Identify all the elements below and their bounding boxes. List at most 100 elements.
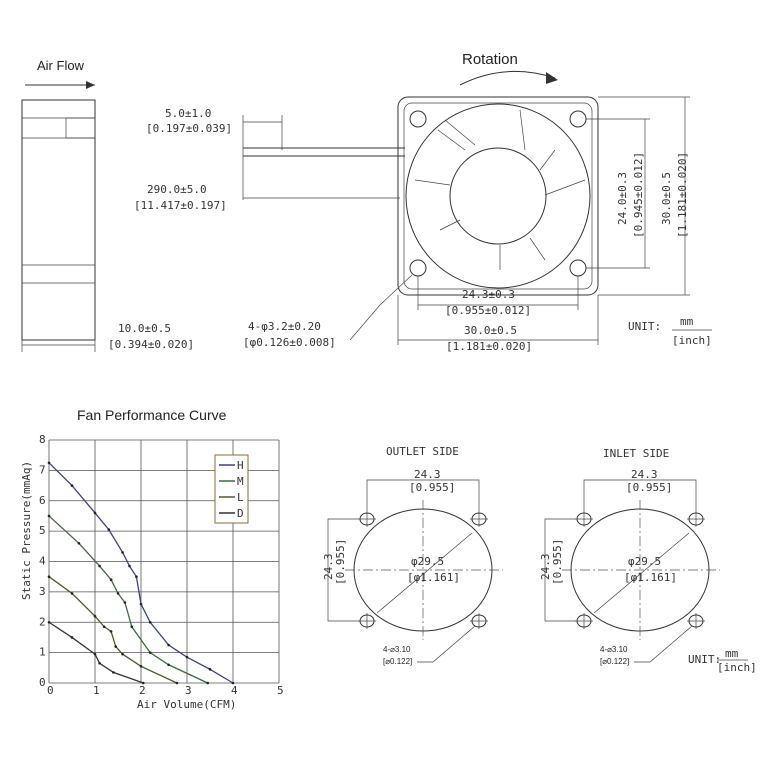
unit-mm: mm (680, 315, 694, 328)
rotation-label: Rotation (462, 51, 518, 68)
holes-inch: [⌀0.122] (383, 657, 412, 666)
data-point (185, 655, 189, 659)
x-tick-label: 0 (47, 684, 54, 697)
y-tick-label: 3 (39, 585, 46, 598)
data-point (109, 578, 113, 582)
holes-inch: [⌀0.122] (600, 657, 629, 666)
data-point (70, 592, 74, 595)
cable-length-inch: [11.417±0.197] (134, 199, 227, 212)
data-point (139, 664, 143, 668)
y-tick-label: 6 (39, 494, 46, 507)
height-mm: 30.0±0.5 (660, 172, 673, 225)
lead-length-mm: 5.0±1.0 (165, 107, 211, 120)
chart-legend (214, 454, 249, 524)
y-tick-label: 2 (39, 615, 46, 628)
data-point (123, 601, 127, 604)
y-tick-label: 8 (39, 433, 46, 446)
data-point (142, 681, 145, 685)
unit-inch: [inch] (672, 334, 712, 347)
mount-hole (409, 259, 427, 277)
air-flow-label: Air Flow (37, 58, 85, 73)
data-point (114, 645, 117, 648)
data-point (70, 484, 74, 487)
fan-frame (397, 96, 599, 296)
width-inch: [1.181±0.020] (446, 340, 532, 353)
holes-inch: [φ0.126±0.008] (243, 336, 336, 349)
data-point (70, 636, 74, 639)
pitch-v-mm: 24.3 (322, 554, 335, 581)
pitch-v-mm: 24.3 (539, 554, 552, 581)
x-tick-label: 2 (139, 684, 146, 697)
pitch-mm: 24.3 (414, 468, 441, 481)
pitch-inch: [0.955] (409, 481, 455, 494)
data-point (167, 643, 170, 647)
x-tick-label: 3 (185, 684, 192, 697)
pitch-inch: [0.955] (626, 481, 672, 494)
data-point (98, 661, 101, 665)
diameter-inch: [φ1.161] (624, 571, 677, 584)
data-point (116, 592, 120, 595)
fan-hub (449, 147, 547, 245)
data-point (112, 671, 115, 674)
mount-unit: UNIT: mm [inch] (688, 647, 757, 674)
rotation-arrow (459, 71, 556, 86)
thickness-mm: 10.0±0.5 (118, 322, 171, 335)
data-point (77, 541, 81, 545)
data-point (47, 514, 51, 518)
pitch-v-inch: [0.955] (334, 539, 347, 585)
data-point (93, 614, 97, 618)
data-point (139, 602, 143, 606)
data-point (98, 564, 101, 568)
inlet-side-view: INLET SIDE24.3[0.955]24.3[0.955]φ29.5[φ1… (539, 447, 720, 666)
side-view: Air Flow 10.0±0.5 [0.394±0.020] (21, 58, 194, 352)
legend-label: M (237, 475, 244, 488)
y-tick-label: 4 (39, 555, 46, 568)
y-axis-label: Static Pressure(mmAq) (20, 461, 33, 600)
x-tick-label: 1 (93, 684, 100, 697)
y-tick-label: 5 (39, 524, 46, 537)
height-inch: [1.181±0.020] (676, 152, 689, 238)
data-point (231, 681, 235, 685)
x-tick-label: 5 (277, 684, 284, 697)
series-line-L (48, 576, 178, 684)
data-point (121, 652, 124, 656)
air-flow-arrowhead-icon (86, 81, 95, 89)
holes-mm: 4-φ3.2±0.20 (248, 320, 321, 333)
width-mm: 30.0±0.5 (464, 324, 517, 337)
cable-dimensions: 5.0±1.0 [0.197±0.039] 290.0±5.0 [11.417±… (134, 107, 405, 212)
hole-pitch-v-mm: 24.0±0.3 (616, 172, 629, 225)
view-title: OUTLET SIDE (386, 445, 459, 458)
view-title: INLET SIDE (603, 447, 669, 460)
unit-label: UNIT: (628, 320, 661, 333)
data-point (47, 620, 51, 624)
series-line-D (48, 621, 144, 684)
cable-length-mm: 290.0±5.0 (147, 183, 207, 196)
series-line-M (48, 515, 208, 684)
data-point (102, 625, 106, 629)
outlet-side-view: OUTLET SIDE24.3[0.955]24.3[0.955]φ29.5[φ… (322, 445, 503, 666)
rotation-arrowhead-icon (546, 72, 558, 84)
diameter-mm: φ29.5 (628, 555, 661, 568)
chart-title: Fan Performance Curve (77, 407, 227, 423)
legend-label: H (237, 459, 244, 472)
data-point (208, 668, 212, 671)
data-point (93, 511, 97, 515)
data-point (148, 620, 152, 624)
data-point (175, 681, 179, 685)
side-body (21, 99, 96, 341)
x-axis-label: Air Volume(CFM) (137, 698, 236, 711)
hole-pitch-v-inch: [0.945±0.012] (632, 152, 645, 238)
data-point (130, 625, 134, 629)
y-tick-label: 1 (39, 646, 46, 659)
data-point (135, 575, 138, 578)
fan-opening (405, 103, 591, 289)
diameter-inch: [φ1.161] (407, 571, 460, 584)
pitch-mm: 24.3 (631, 468, 658, 481)
thickness-inch: [0.394±0.020] (108, 338, 194, 351)
mount-unit-inch: [inch] (717, 661, 757, 674)
holes-mm: 4-⌀3.10 (383, 645, 411, 654)
data-point (121, 551, 124, 554)
y-tick-label: 0 (39, 676, 46, 689)
mount-unit-mm: mm (725, 647, 739, 660)
